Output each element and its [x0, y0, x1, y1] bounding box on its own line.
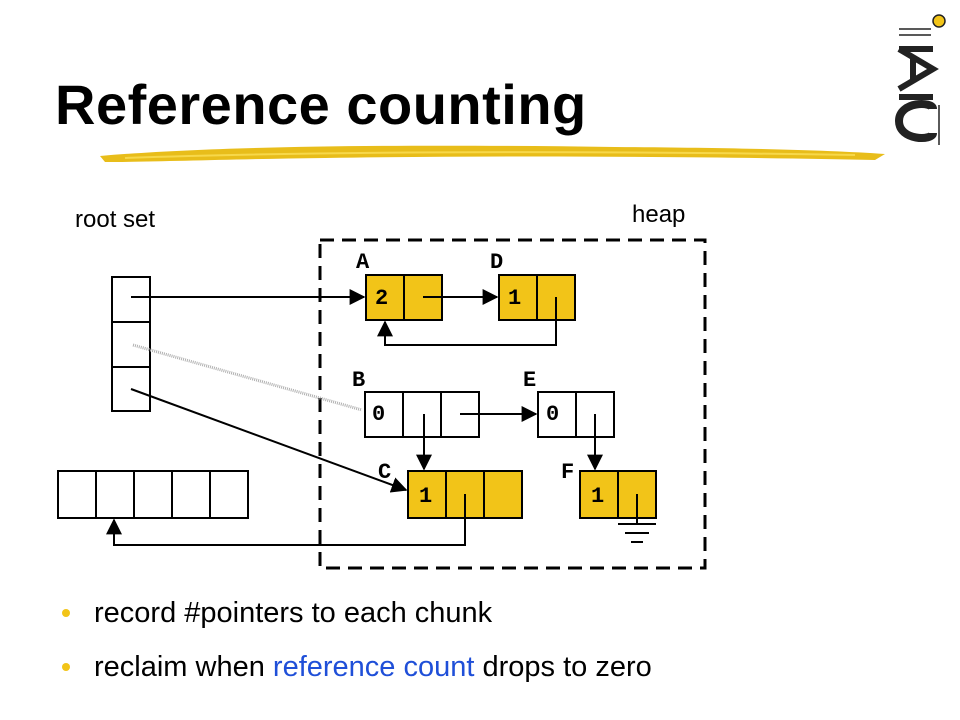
node-f-count: 1: [591, 484, 604, 509]
title-underline: [100, 145, 885, 162]
node-b-name: B: [352, 368, 365, 393]
bullet-list: record #pointers to each chunk reclaim w…: [62, 590, 652, 698]
node-b: [364, 391, 480, 438]
node-c-count: 1: [419, 484, 432, 509]
stale-pointer-root-to-b: [132, 343, 363, 412]
node-a-count: 2: [375, 286, 388, 311]
bullet-dot: [62, 609, 70, 617]
null-ground-icon: [618, 494, 656, 543]
page-title: Reference counting: [55, 73, 587, 136]
node-e: [537, 391, 615, 438]
bullet-item: record #pointers to each chunk: [62, 590, 652, 644]
heap-label: heap: [632, 201, 686, 228]
root-set-label: root set: [75, 206, 156, 233]
node-d-count: 1: [508, 286, 521, 311]
pointer-root-to-c: [130, 388, 408, 493]
heap-region: [318, 238, 707, 570]
root-array: [57, 470, 249, 519]
node-b-count: 0: [372, 402, 385, 427]
pointer-d-to-a: [377, 297, 557, 346]
node-e-name: E: [523, 368, 536, 393]
node-d-name: D: [490, 250, 503, 275]
node-a-name: A: [356, 250, 370, 275]
node-c-name: C: [378, 460, 391, 485]
bullet-dot: [62, 663, 70, 671]
pointer-c-to-array: [106, 494, 466, 546]
iaic-logo-icon: [894, 14, 946, 145]
bullet-text: record #pointers to each chunk: [94, 597, 493, 629]
highlight-text: reference count: [272, 651, 475, 683]
root-set-column: [111, 276, 151, 412]
node-a: [365, 274, 443, 321]
node-e-count: 0: [546, 402, 559, 427]
bullet-item: reclaim when reference count drops to ze…: [62, 644, 652, 698]
bullet-text: reclaim when: [94, 651, 273, 683]
node-f-name: F: [561, 460, 574, 485]
bullet-text: drops to zero: [474, 651, 652, 683]
